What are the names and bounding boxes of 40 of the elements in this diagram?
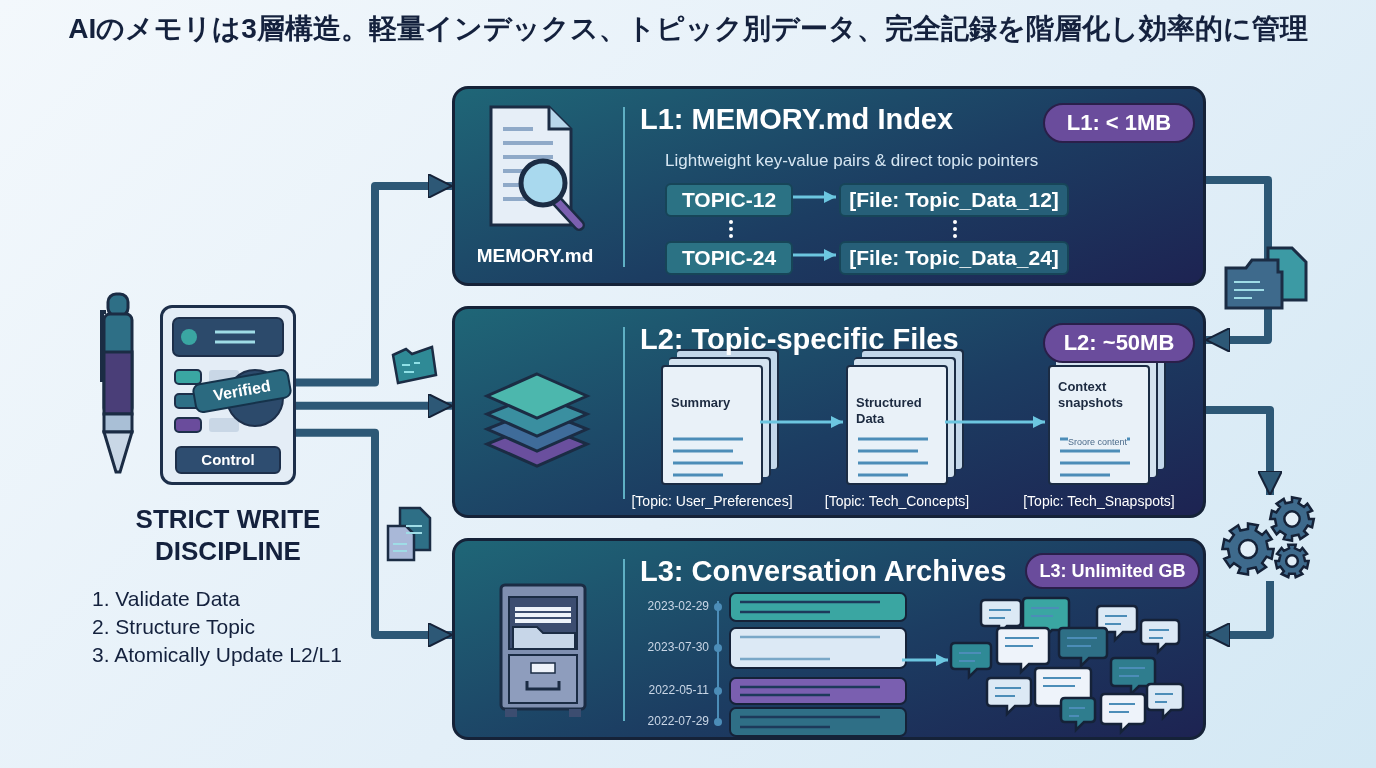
arrow (296, 428, 453, 648)
file-pointer-chip: [File: Topic_Data_12] (839, 183, 1069, 217)
form-panel (160, 305, 296, 485)
layer-panel (452, 86, 1206, 286)
section-heading: STRICT WRITE DISCIPLINE (134, 503, 322, 567)
document-title: Context snapshots (1058, 379, 1124, 411)
date-label: 2022-05-11 (647, 683, 709, 697)
arrow (296, 173, 453, 387)
document-title: Summary (671, 395, 732, 411)
panel-title: L3: Conversation Archives (640, 555, 1007, 588)
file-name: MEMORY.md (475, 245, 595, 267)
panel-subtitle: Lightweight key-value pairs & direct topic pointers (665, 151, 1039, 171)
date-label: 2023-02-29 (646, 599, 709, 613)
size-badge: L1: < 1MB (1043, 103, 1195, 143)
topic-key-chip: TOPIC-24 (665, 241, 793, 275)
list-item: 1. Validate Data (92, 587, 240, 611)
arrow (790, 249, 836, 261)
arrow (296, 392, 453, 419)
arrow (1206, 405, 1283, 496)
date-label: 2022-07-29 (646, 714, 709, 728)
control-button: Control (175, 446, 281, 474)
date-label: 2023-07-30 (646, 640, 709, 654)
file-caption: [Topic: User_Preferences] (630, 493, 794, 509)
file-pointer-chip: [File: Topic_Data_24] (839, 241, 1069, 275)
document-title: Structured Data (856, 395, 923, 427)
file-caption: [Topic: Tech_Snapspots] (1022, 493, 1176, 509)
arrow (790, 191, 836, 203)
panel-title: L1: MEMORY.md Index (640, 103, 954, 136)
list-item: 2. Structure Topic (92, 615, 256, 639)
arrow (902, 654, 948, 666)
arrow (760, 416, 843, 428)
topic-key-chip: TOPIC-12 (665, 183, 793, 217)
layer-panel (452, 306, 1206, 518)
list-item: 3. Atomically Update L2/L1 (92, 643, 342, 667)
size-badge: L3: Unlimited GB (1025, 553, 1200, 589)
arrow (945, 416, 1045, 428)
title: AIのメモリは3層構造。軽量インデックス、トピック別データ、完全記録を階層化し効率的に管理 (67, 12, 1309, 46)
document-note: Sroore content (1068, 437, 1128, 447)
size-badge: L2: ~50MB (1043, 323, 1195, 363)
panel-title: L2: Topic-specific Files (640, 323, 959, 356)
